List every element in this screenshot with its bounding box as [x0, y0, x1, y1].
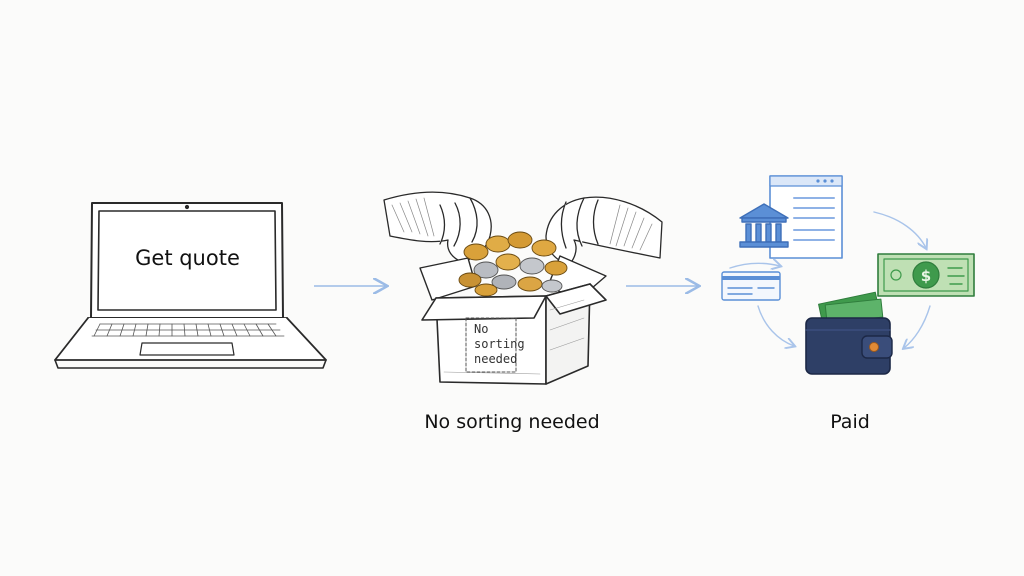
coins-pile [458, 231, 568, 297]
step-caption-paid: Paid [830, 411, 870, 433]
payment-cycle-icon: $ [721, 175, 975, 375]
svg-text:$: $ [921, 267, 931, 285]
bank-icon [739, 203, 789, 248]
wallet-icon [805, 291, 893, 375]
card-icon [721, 271, 781, 301]
coin-box-icon [383, 191, 663, 385]
box-note: No sorting needed [474, 322, 525, 367]
step-caption-sorting: No sorting needed [424, 411, 600, 433]
box-note-line-1: No [474, 322, 489, 336]
banknote-icon: $ [877, 253, 975, 297]
box-note-line-2: sorting [474, 337, 525, 351]
laptop-icon [54, 202, 327, 369]
box-note-line-3: needed [474, 352, 518, 366]
laptop-screen-label: Get quote [135, 246, 240, 270]
left-hand-illustration [383, 191, 492, 263]
right-hand-illustration [545, 196, 663, 265]
